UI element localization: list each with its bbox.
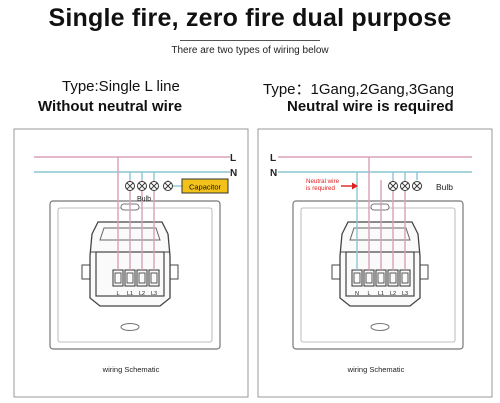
panel2-diagram: Neutral wire is required L N Bulb N L L1… [257,128,493,398]
panel1-capacitor-box [181,178,229,194]
panel2-terminal-label: L1 [378,291,384,297]
panel1-terminal-label: L [116,291,119,297]
panel1-l-label: L [230,153,236,164]
panel2-n-label: N [270,168,277,179]
panel2-terminal-label: L [367,291,370,297]
subtitle: There are two types of wiring below [171,45,329,56]
panel2-terminal-label: N [355,291,359,297]
panel2-bulb-label: Bulb [436,182,453,192]
title-underline [180,40,320,41]
panel1-footer: wiring Schematic [102,365,160,374]
panel1-requirement: Without neutral wire [38,98,183,115]
panel2-terminal-label: L2 [390,291,396,297]
panel2-switch-module [331,221,429,307]
panel1-terminal-label: L2 [139,291,145,297]
panel1-diagram: Capacitor L N Bulb L L1 L2 L3 wiring Sch… [13,128,249,398]
panel1-terminal-label: L3 [151,291,157,297]
panel1-type-heading: Type:Single L line [62,78,180,95]
panel2-l-label: L [270,153,276,164]
panel2-footer: wiring Schematic [347,365,405,374]
panel1-terminal-label: L1 [127,291,133,297]
panel1-bulb-icons [125,181,173,191]
panel1-bulb-label: Bulb [137,196,151,203]
neutral-note-line2: is required [306,185,335,192]
main-title: Single fire, zero fire dual purpose [48,4,452,32]
neutral-note-line1: Neutral wire [306,178,340,185]
panel2-requirement: Neutral wire is required [287,98,454,115]
panel2-type-heading: Type：1Gang,2Gang,3Gang [263,81,454,98]
panel1-capacitor-label: Capacitor [189,183,222,192]
panel1-n-label: N [230,168,237,179]
panel2-bulb-icons [388,181,422,191]
panel2-terminal-label: L3 [402,291,408,297]
